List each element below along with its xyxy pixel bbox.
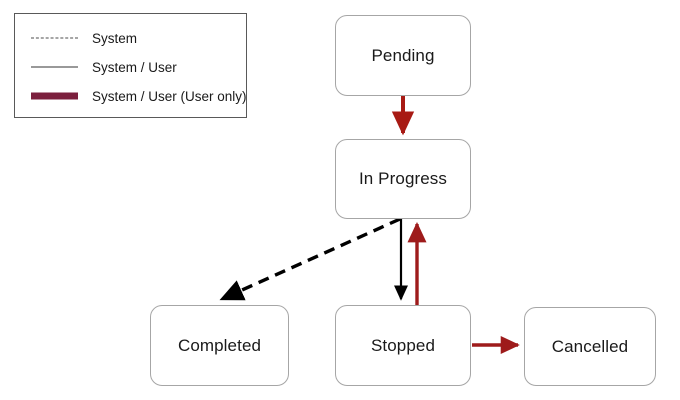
state-node-label: Cancelled bbox=[551, 336, 629, 356]
legend: System System / User System / User (User… bbox=[14, 13, 247, 118]
dashed-line-icon bbox=[31, 31, 78, 45]
edge-inprogress-to-completed bbox=[219, 217, 401, 301]
legend-item-system-user: System / User bbox=[15, 56, 246, 78]
legend-item-label: System / User bbox=[92, 59, 177, 75]
state-node-cancelled[interactable]: Cancelled bbox=[524, 307, 656, 386]
state-node-in-progress[interactable]: In Progress bbox=[335, 139, 471, 219]
legend-item-label: System bbox=[92, 30, 138, 46]
thick-line-icon bbox=[31, 89, 78, 103]
legend-item-label: System / User (User only) bbox=[92, 88, 247, 104]
state-node-label: In Progress bbox=[358, 169, 448, 188]
state-node-label: Stopped bbox=[370, 335, 436, 355]
state-node-pending[interactable]: Pending bbox=[335, 15, 471, 96]
state-node-label: Completed bbox=[177, 335, 262, 355]
solid-line-icon bbox=[31, 60, 78, 74]
state-node-stopped[interactable]: Stopped bbox=[335, 305, 471, 386]
state-node-completed[interactable]: Completed bbox=[150, 305, 289, 386]
state-node-label: Pending bbox=[371, 45, 435, 65]
legend-item-system: System bbox=[15, 27, 246, 49]
legend-item-system-user-user-only: System / User (User only) bbox=[15, 85, 247, 107]
